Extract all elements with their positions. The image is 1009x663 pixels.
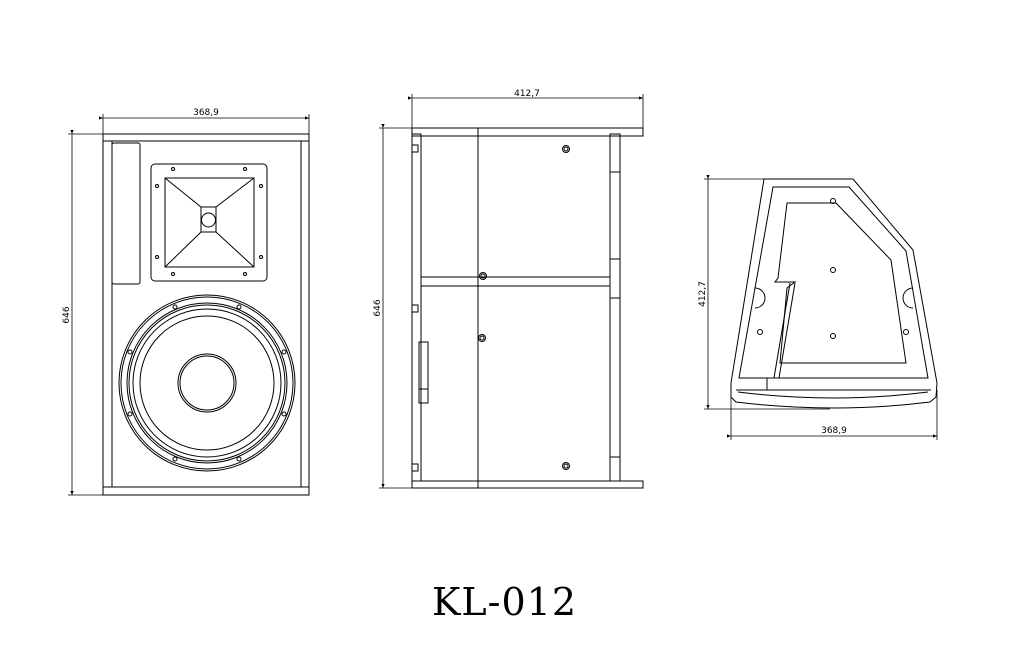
top-view: 412,7 368,9	[698, 175, 938, 440]
front-width-label: 368,9	[193, 108, 219, 118]
side-view: 412,7 646	[373, 89, 644, 489]
top-width-dimension: 368,9	[727, 390, 938, 440]
side-depth-dimension: 412,7	[408, 89, 644, 128]
top-depth-label: 412,7	[698, 281, 708, 307]
side-height-label: 646	[373, 299, 383, 316]
handle	[418, 341, 429, 404]
front-height-dimension: 646	[62, 130, 103, 496]
front-view: 368,9 646	[62, 108, 310, 496]
side-depth-label: 412,7	[514, 89, 540, 99]
bass-port	[111, 142, 141, 285]
front-height-label: 646	[62, 306, 72, 323]
horn-tweeter	[150, 163, 268, 282]
side-height-dimension: 646	[373, 124, 412, 489]
cabinet-front-outline	[102, 133, 310, 496]
top-depth-dimension: 412,7	[698, 175, 830, 410]
model-title: KL-012	[432, 580, 577, 624]
top-width-label: 368,9	[821, 426, 847, 436]
front-width-dimension: 368,9	[99, 108, 310, 134]
woofer	[118, 294, 296, 472]
